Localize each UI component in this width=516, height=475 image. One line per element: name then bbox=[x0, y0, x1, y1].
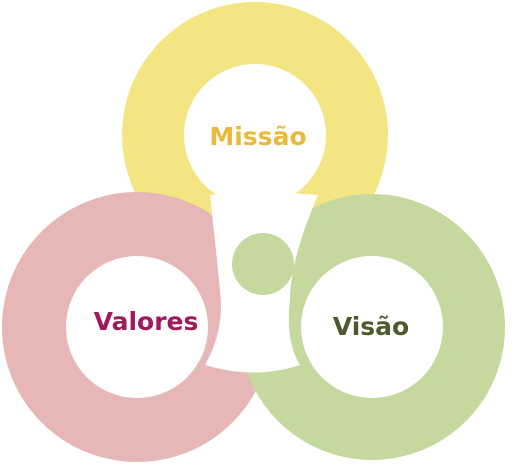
center-dot bbox=[232, 233, 294, 295]
missao-label: Missão bbox=[209, 122, 306, 151]
visao-label: Visão bbox=[333, 312, 409, 341]
valores-label: Valores bbox=[94, 307, 199, 336]
